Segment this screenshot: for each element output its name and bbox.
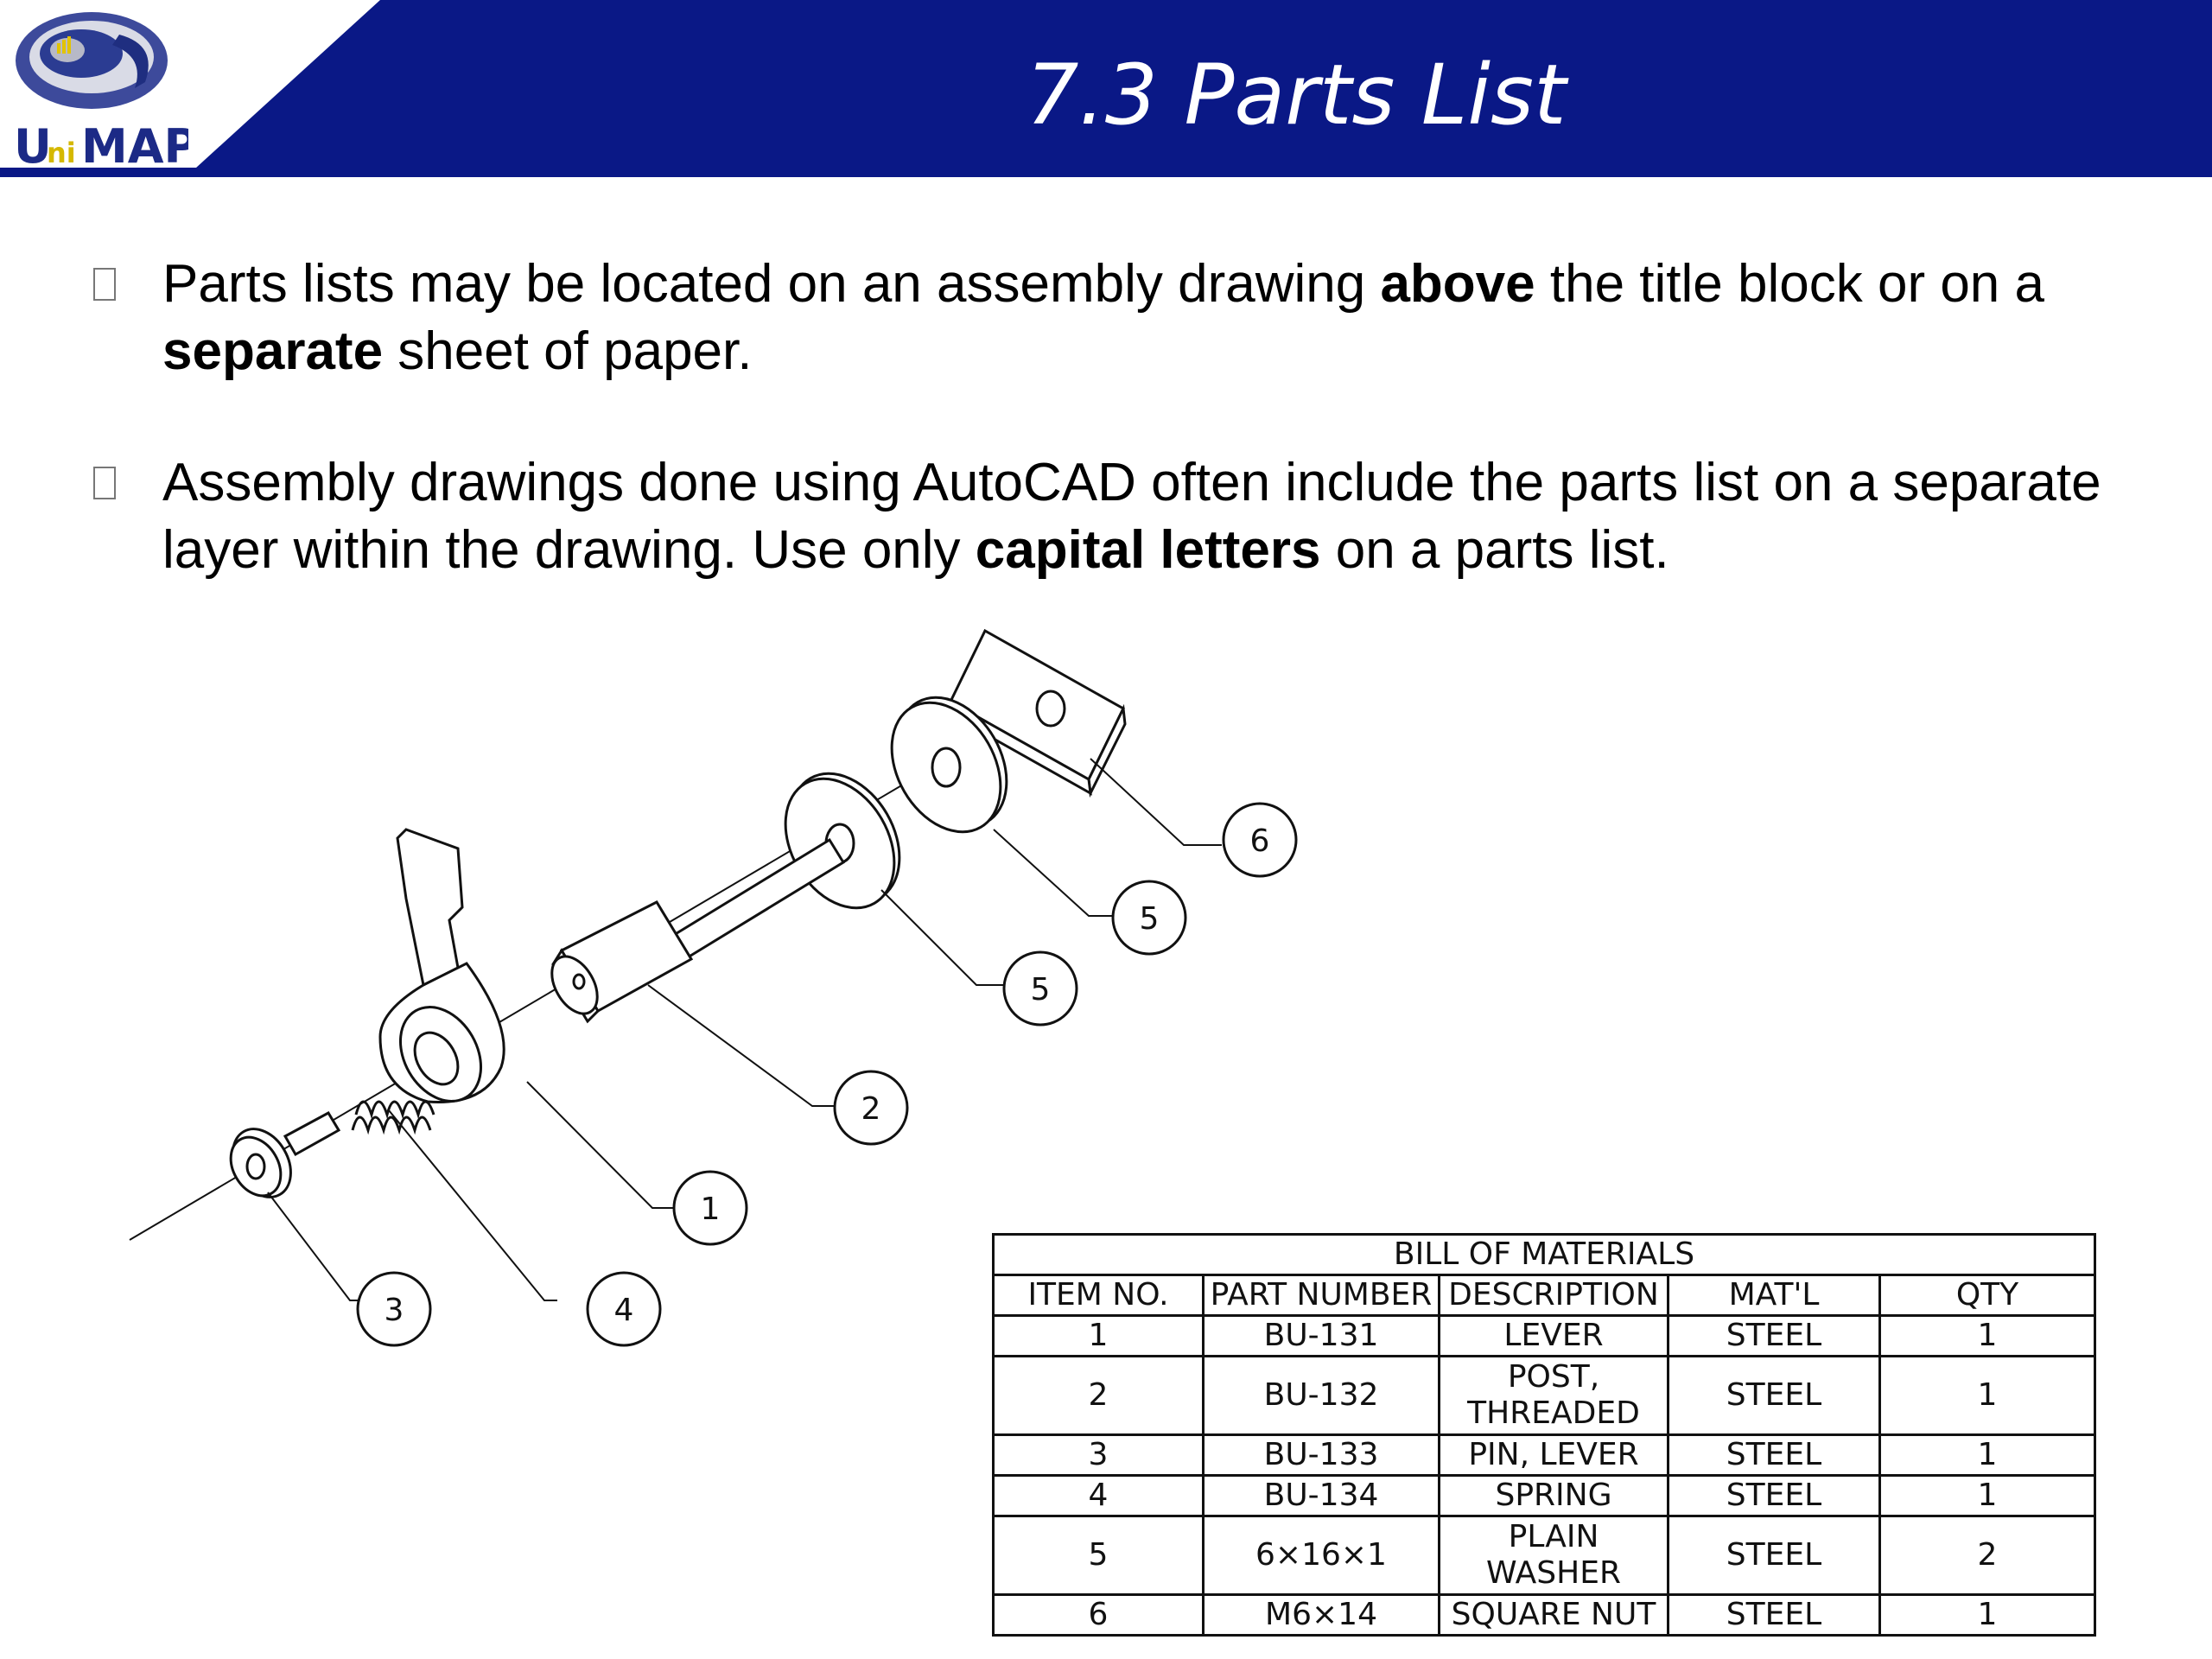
table-cell: 5 — [992, 1515, 1205, 1596]
table-cell: BU-134 — [1202, 1474, 1440, 1517]
table-cell: STEEL — [1667, 1474, 1881, 1517]
table-row: 2 BU-132 POST, THREADED STEEL 1 — [992, 1355, 2096, 1436]
callout-number: 5 — [1140, 901, 1160, 937]
table-cell: 1 — [1878, 1433, 2096, 1477]
table-cell: 4 — [992, 1474, 1205, 1517]
svg-text:ni: ni — [47, 137, 76, 169]
table-cell: 3 — [992, 1433, 1205, 1477]
table-cell: POST, THREADED — [1438, 1355, 1669, 1436]
callout-number: 6 — [1250, 823, 1270, 859]
table-cell: BU-132 — [1202, 1355, 1440, 1436]
table-cell: BU-133 — [1202, 1433, 1440, 1477]
bullet-box-icon — [93, 467, 116, 499]
callout-number: 4 — [614, 1293, 634, 1328]
table-cell: STEEL — [1667, 1515, 1881, 1596]
column-header: ITEM NO. — [992, 1274, 1205, 1317]
callout-number: 5 — [1031, 972, 1051, 1007]
table-cell: 1 — [1878, 1314, 2096, 1357]
bom-table: BILL OF MATERIALS ITEM NO. PART NUMBER D… — [992, 1233, 2096, 1637]
table-cell: SPRING — [1438, 1474, 1669, 1517]
table-cell: M6×14 — [1202, 1593, 1440, 1637]
table-row: 4 BU-134 SPRING STEEL 1 — [992, 1474, 2096, 1517]
table-cell: STEEL — [1667, 1593, 1881, 1637]
lever-pin-part — [229, 1110, 341, 1198]
table-cell: 6 — [992, 1593, 1205, 1637]
column-header: PART NUMBER — [1202, 1274, 1440, 1317]
table-cell: 1 — [1878, 1355, 2096, 1436]
bom-header-row: ITEM NO. PART NUMBER DESCRIPTION MAT'L Q… — [992, 1274, 2096, 1317]
table-cell: 2 — [992, 1355, 1205, 1436]
column-header: DESCRIPTION — [1438, 1274, 1669, 1317]
table-cell: BU-131 — [1202, 1314, 1440, 1357]
title-banner: U ni MAP 7.3 Parts List — [0, 0, 2212, 177]
bullet-text: Assembly drawings done using AutoCAD oft… — [162, 453, 2101, 580]
plain-washer-part — [890, 696, 1008, 834]
bom-title: BILL OF MATERIALS — [992, 1233, 2096, 1276]
table-row: 6 M6×14 SQUARE NUT STEEL 1 — [992, 1593, 2096, 1637]
svg-text:U: U — [14, 119, 52, 173]
spring-part — [351, 1100, 435, 1135]
bullet-item: Parts lists may be located on an assembl… — [93, 251, 2167, 385]
table-cell: SQUARE NUT — [1438, 1593, 1669, 1637]
unimap-logo: U ni MAP — [7, 0, 188, 173]
table-cell: 2 — [1878, 1515, 2096, 1596]
table-cell: STEEL — [1667, 1314, 1881, 1357]
bullet-item: Assembly drawings done using AutoCAD oft… — [93, 449, 2167, 584]
callout-number: 2 — [861, 1091, 881, 1127]
bullet-box-icon — [93, 268, 116, 301]
exploded-assembly-drawing: 6 5 5 2 1 3 4 — [129, 628, 1298, 1347]
column-header: MAT'L — [1667, 1274, 1881, 1317]
svg-text:MAP: MAP — [81, 119, 188, 173]
table-cell: 1 — [1878, 1474, 2096, 1517]
table-cell: 1 — [1878, 1593, 2096, 1637]
table-cell: LEVER — [1438, 1314, 1669, 1357]
bullet-list: Parts lists may be located on an assembl… — [93, 251, 2167, 648]
table-cell: STEEL — [1667, 1355, 1881, 1436]
table-cell: PIN, LEVER — [1438, 1433, 1669, 1477]
callout-number: 3 — [385, 1293, 404, 1328]
table-row: 5 6×16×1 PLAIN WASHER STEEL 2 — [992, 1515, 2096, 1596]
table-cell: STEEL — [1667, 1433, 1881, 1477]
banner-shape — [0, 0, 2212, 177]
table-cell: 6×16×1 — [1202, 1515, 1440, 1596]
callout-number: 1 — [701, 1192, 721, 1227]
threaded-post-part — [550, 837, 846, 1024]
table-row: 3 BU-133 PIN, LEVER STEEL 1 — [992, 1433, 2096, 1477]
lever-part — [378, 828, 505, 1103]
table-row: 1 BU-131 LEVER STEEL 1 — [992, 1314, 2096, 1357]
column-header: QTY — [1878, 1274, 2096, 1317]
bullet-text: Parts lists may be located on an assembl… — [162, 254, 2044, 381]
slide-title: 7.3 Parts List — [1026, 47, 1567, 143]
bill-of-materials: BILL OF MATERIALS ITEM NO. PART NUMBER D… — [992, 1233, 2096, 1637]
table-cell: 1 — [992, 1314, 1205, 1357]
table-cell: PLAIN WASHER — [1438, 1515, 1669, 1596]
square-nut-part — [949, 628, 1127, 798]
